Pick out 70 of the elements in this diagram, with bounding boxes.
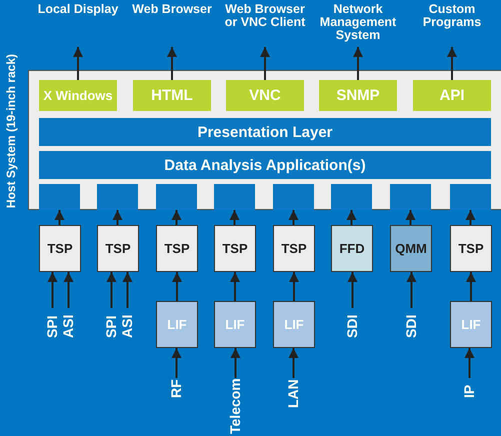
output-label: Web Browser bbox=[127, 3, 217, 47]
host-system-label: Host System (19-inch rack) bbox=[4, 54, 18, 208]
module-box: TSP bbox=[97, 225, 139, 272]
signal-label: SDI bbox=[345, 308, 360, 338]
arrow bbox=[464, 348, 474, 378]
arrow bbox=[106, 272, 116, 308]
module-box: TSP bbox=[214, 225, 256, 272]
layer-bar: Presentation Layer bbox=[39, 118, 491, 146]
signal-label: SPI bbox=[104, 308, 119, 338]
output-label: Network Management System bbox=[313, 3, 403, 47]
arrow bbox=[54, 210, 64, 225]
layer-bar: Data Analysis Application(s) bbox=[39, 151, 491, 179]
slot-box bbox=[450, 184, 491, 210]
arrow bbox=[64, 272, 74, 308]
module-box: TSP bbox=[273, 225, 315, 272]
module-box: TSP bbox=[156, 225, 198, 272]
output-label: Local Display bbox=[33, 3, 123, 47]
signal-label: SPI bbox=[45, 308, 60, 338]
signal-label: LAN bbox=[286, 378, 301, 408]
arrow bbox=[406, 210, 416, 225]
output-label: Custom Programs bbox=[407, 3, 497, 47]
signal-label: RF bbox=[169, 378, 184, 398]
signal-label: IP bbox=[462, 378, 477, 398]
interface-box: HTML bbox=[133, 80, 211, 111]
arrow bbox=[406, 272, 416, 308]
signal-label: ASI bbox=[120, 308, 135, 338]
arrow bbox=[73, 47, 83, 80]
arrow bbox=[48, 272, 58, 308]
arrow bbox=[289, 272, 299, 301]
arrow bbox=[466, 210, 476, 225]
slot-box bbox=[39, 184, 80, 210]
arrow bbox=[288, 210, 298, 225]
slot-box bbox=[273, 184, 314, 210]
arrow bbox=[348, 272, 358, 308]
interface-module-box: LIF bbox=[273, 301, 315, 348]
arrow bbox=[260, 47, 270, 80]
signal-label: Telecom bbox=[228, 378, 243, 434]
module-box: TSP bbox=[450, 225, 492, 272]
arrow bbox=[288, 348, 298, 378]
arrow bbox=[172, 210, 182, 225]
arrow bbox=[230, 348, 240, 378]
module-box: TSP bbox=[39, 225, 81, 272]
arrow bbox=[230, 210, 240, 225]
signal-label: SDI bbox=[404, 308, 419, 338]
arrow bbox=[447, 47, 457, 80]
interface-box: API bbox=[413, 80, 491, 111]
arrow bbox=[172, 348, 182, 378]
interface-module-box: LIF bbox=[214, 301, 256, 348]
module-box: FFD bbox=[331, 225, 373, 272]
arrow bbox=[346, 210, 356, 225]
slot-box bbox=[214, 184, 255, 210]
slot-box bbox=[331, 184, 372, 210]
arrow bbox=[112, 210, 122, 225]
interface-box: SNMP bbox=[319, 80, 397, 111]
interface-box: VNC bbox=[226, 80, 304, 111]
interface-module-box: LIF bbox=[156, 301, 198, 348]
interface-box: X Windows bbox=[39, 80, 117, 111]
arrow bbox=[353, 47, 363, 80]
module-box: QMM bbox=[390, 225, 432, 272]
arrow bbox=[122, 272, 132, 308]
slot-box bbox=[390, 184, 431, 210]
arrow bbox=[172, 272, 182, 301]
arrow bbox=[466, 272, 476, 301]
signal-label: ASI bbox=[61, 308, 76, 338]
output-label: Web Browser or VNC Client bbox=[220, 3, 310, 47]
interface-module-box: LIF bbox=[450, 301, 492, 348]
slot-box bbox=[156, 184, 197, 210]
arrow bbox=[167, 47, 177, 80]
slot-box bbox=[97, 184, 138, 210]
arrow bbox=[230, 272, 240, 301]
